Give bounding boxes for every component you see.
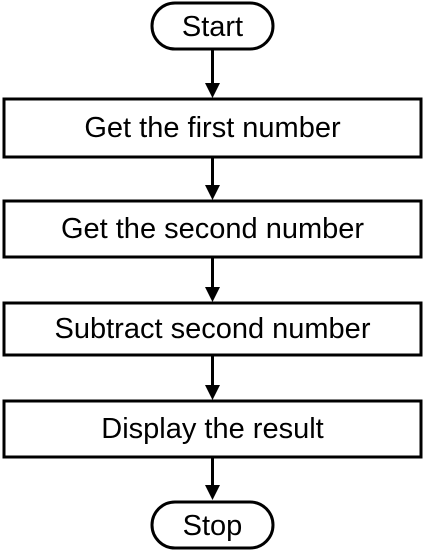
process-step-2: Get the second number: [2, 199, 423, 259]
start-node: Start: [150, 1, 275, 51]
connector-step-1-to-step-2: [205, 157, 220, 200]
process-step-1: Get the first number: [2, 97, 423, 159]
process-box: [2, 97, 423, 159]
arrowhead: [205, 485, 220, 500]
arrowhead: [205, 83, 220, 98]
process-step-3-label: Subtract second number: [55, 313, 371, 345]
arrowhead: [205, 287, 220, 302]
arrowhead: [205, 385, 220, 400]
stop-terminal-shape: [150, 500, 275, 550]
connector-step-4-to-stop: [205, 457, 220, 500]
start-label: Start: [182, 11, 243, 43]
connector-start-to-step-1: [205, 49, 220, 98]
connector-step-3-to-step-4: [205, 355, 220, 400]
process-step-3: Subtract second number: [2, 301, 423, 357]
process-box: [2, 301, 423, 357]
process-step-4-label: Display the result: [101, 413, 323, 445]
process-step-1-label: Get the first number: [84, 112, 341, 144]
process-step-4: Display the result: [2, 399, 423, 459]
process-step-2-label: Get the second number: [61, 213, 364, 245]
connector-step-2-to-step-3: [205, 257, 220, 302]
stop-node: Stop: [150, 500, 275, 550]
arrowhead: [205, 185, 220, 200]
stop-label: Stop: [183, 510, 243, 542]
